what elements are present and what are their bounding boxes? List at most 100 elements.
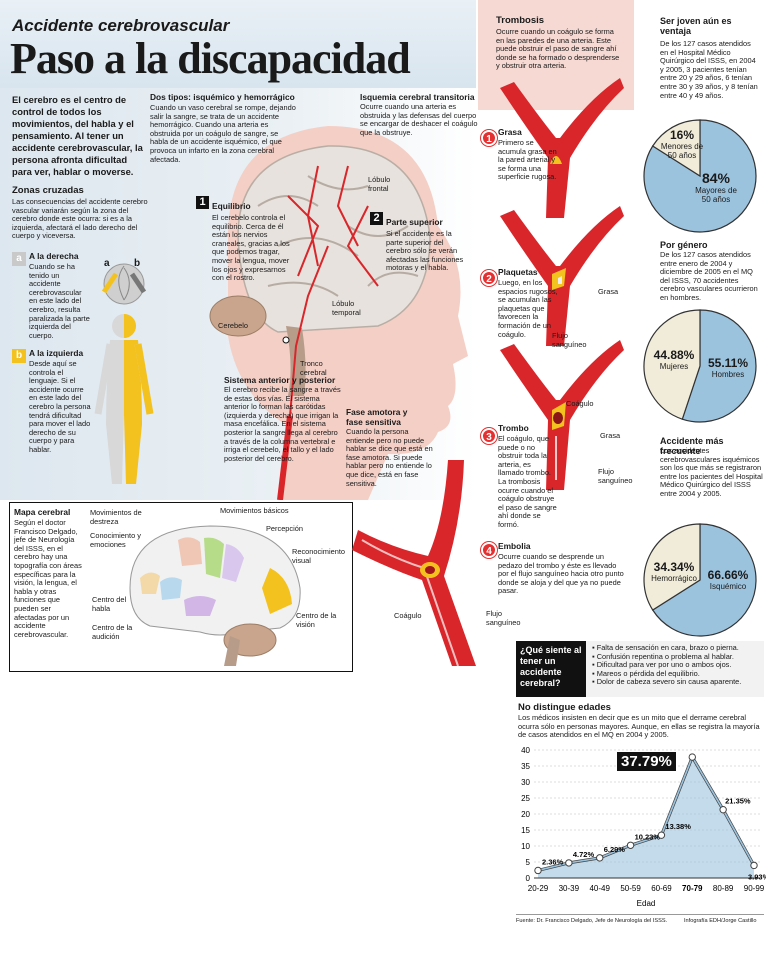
pie-slice-isqu-mico (651, 523, 757, 637)
x-tick-label: 90-99 (744, 884, 765, 893)
pie-slice-hombres (681, 309, 757, 423)
sintoma-text: Mareos o pérdida del equilibrio. (596, 668, 700, 678)
page-title: Paso a la discapacidad (10, 34, 411, 83)
y-tick-label: 5 (526, 858, 531, 867)
pie-slice-mujeres (643, 309, 701, 420)
y-tick-label: 10 (521, 842, 530, 851)
step-3-title: Trombo (498, 423, 529, 433)
cerebelo-label: Cerebelo (218, 321, 248, 330)
y-tick-label: 25 (521, 794, 530, 803)
pie-genero-a-label: Mujeres (659, 362, 689, 371)
map-label-conocimiento: Conocimiento y emociones (90, 531, 141, 549)
sintoma-item: ▪ Dolor de cabeza severo sin causa apare… (592, 677, 742, 687)
step-2-title: Plaquetas (498, 267, 538, 277)
data-label: 3.93% (748, 872, 766, 881)
map-label-habla: Centro del habla (92, 595, 127, 613)
data-point (719, 805, 727, 814)
artery-trombo (500, 340, 624, 490)
footer-line (516, 914, 764, 915)
artery-plaquetas (500, 206, 624, 346)
pie-tipo-a-label: Hemorrágico (651, 574, 697, 583)
data-point (626, 841, 635, 849)
step-label-grasa: Grasa (598, 287, 619, 296)
pie-genero (643, 309, 757, 423)
zona-b-badge: b (12, 349, 26, 363)
data-label: 4.72% (573, 850, 595, 859)
sistema-text: El cerebro recibe la sangre a través de … (224, 385, 341, 463)
zona-b-text: Desde aquí se controla el lenguaje. Si e… (29, 359, 91, 454)
x-tick-label: 70-79 (682, 884, 703, 893)
sintomas-question-box (516, 641, 586, 697)
zonas-text: Las consecuencias del accidente cerebro … (12, 197, 148, 241)
step-label-flujo2: Flujo sanguíneo (598, 467, 633, 485)
data-point (750, 861, 758, 870)
large-coagulo-label: Coágulo (394, 611, 422, 620)
pie-edad-small-label: Menores de 50 años (660, 142, 704, 160)
zona-a-text: Cuando se ha tenido un accidente cerebro… (29, 262, 90, 340)
sistema-title: Sistema anterior y posterior (224, 375, 336, 385)
data-point (688, 753, 696, 761)
step-label-flujo: Flujo sanguíneo (552, 331, 587, 349)
step-label-coagulo: Coágulo (566, 399, 594, 408)
sintoma-item: ▪ Dificultad para ver por uno o ambos oj… (592, 660, 732, 670)
step-2-number: 2 (481, 270, 497, 286)
step-1-title: Grasa (498, 127, 522, 137)
pie-edad-big-pct: 84% (701, 170, 731, 186)
embolia-artery-large (352, 460, 476, 667)
footer-source: Fuente: Dr. Francisco Delgado, Jefe de N… (516, 918, 668, 924)
step-1-number: 1 (481, 130, 497, 146)
artery-grasa (500, 78, 624, 218)
sintoma-text: Dificultad para ver por uno o ambos ojos… (596, 660, 732, 670)
edades-title: No distingue edades (518, 702, 611, 713)
pie-tipo-b-pct: 66.66% (707, 568, 749, 582)
joven-text: De los 127 casos atendidos en el Hospita… (660, 39, 758, 100)
map-label-audicion: Centro de la audición (92, 623, 133, 641)
sintoma-item: ▪ Confusión repentina o problema al habl… (592, 651, 734, 661)
pie-edad-small-pct: 16% (669, 128, 695, 142)
zonas-title: Zonas cruzadas (12, 185, 84, 196)
isquemia-text: Ocurre cuando una arteria es obstruida y… (360, 102, 478, 137)
fase-text: Cuando la persona entiende pero no puede… (346, 427, 433, 488)
joven-title: Ser joven aún es ventaja (660, 16, 732, 36)
footer-credit: Infografía EDH/Jorge Castillo (684, 918, 757, 924)
pie-tipo (643, 523, 757, 637)
large-flujo-label: Flujo sanguíneo (486, 609, 521, 627)
step-4-number: 4 (481, 542, 497, 558)
sintoma-text: Dolor de cabeza severo sin causa aparent… (596, 677, 742, 687)
x-tick-label: 40-49 (589, 884, 610, 893)
map-label-basicos: Movimientos básicos (220, 506, 289, 515)
map-label-destreza: Movimientos de destreza (90, 508, 142, 526)
head-brain-illustration (209, 126, 468, 500)
dos-tipos-title: Dos tipos: isquémico y hemorrágico (150, 92, 295, 102)
sintomas-list: ▪ Falta de sensación en cara, brazo o pi… (592, 643, 764, 687)
equilibrio-title: Equilibrio (212, 201, 251, 211)
trombosis-text: Ocurre cuando un coágulo se forma en las… (496, 27, 620, 71)
sintoma-item: ▪ Falta de sensación en cara, brazo o pi… (592, 643, 739, 652)
data-label: 13.38% (665, 822, 691, 831)
data-point (565, 859, 573, 867)
age-area-chart: 05101520253035402.36%20-294.72%30-396.29… (521, 746, 766, 908)
data-label: 21.35% (725, 797, 751, 806)
x-tick-label: 80-89 (713, 884, 734, 893)
y-tick-label: 40 (521, 746, 530, 755)
superior-number: 2 (370, 212, 383, 225)
step-4-title: Embolia (498, 541, 531, 551)
step-2-text: Luego, en los espacios rugosos, se acumu… (498, 278, 558, 339)
data-point (657, 831, 666, 839)
sintoma-text: Confusión repentina o problema al hablar… (596, 651, 734, 661)
fig-a-letter: a (104, 258, 110, 269)
x-tick-label: 20-29 (528, 884, 549, 893)
trombosis-title: Trombosis (496, 15, 545, 26)
pie-genero-b-pct: 55.11% (707, 356, 749, 370)
data-label: 2.36% (542, 857, 564, 866)
pie-tipo-b-label: Isquémico (709, 582, 747, 591)
zona-a-badge: a (12, 252, 26, 266)
genero-title: Por género (660, 240, 708, 250)
x-tick-label: 30-39 (559, 884, 580, 893)
genero-text: De los 127 casos atendidos entre enero d… (660, 250, 758, 302)
sintomas-question: ¿Qué siente al tener un accidente cerebr… (520, 645, 582, 688)
highlight-label: 37.79% (617, 752, 676, 771)
sintoma-item: ▪ Mareos o pérdida del equilibrio. (592, 668, 700, 678)
map-label-percepcion: Percepción (266, 524, 303, 533)
